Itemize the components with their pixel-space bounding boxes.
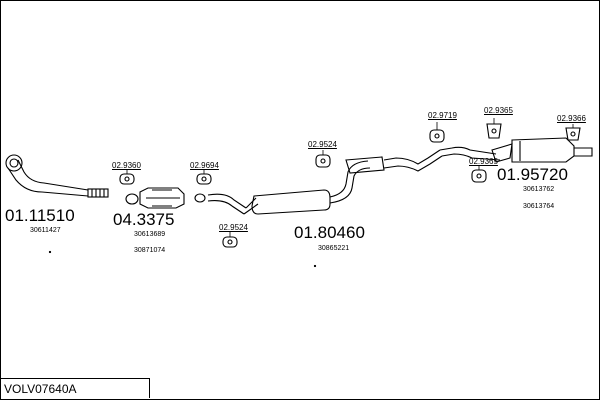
model-code-box: VOLV07640A bbox=[0, 378, 150, 398]
middle-silencer-drawing bbox=[251, 149, 443, 215]
catalyst-part-number: 04.3375 bbox=[113, 210, 175, 229]
hanger-label-7: 02.9366 bbox=[557, 114, 586, 123]
rear-silencer-ref-2: 30613764 bbox=[523, 203, 555, 210]
hanger-8-drawing bbox=[471, 169, 487, 183]
hanger-2-drawing bbox=[196, 173, 212, 185]
hanger-label-2: 02.9694 bbox=[190, 161, 219, 170]
hanger-6-drawing bbox=[486, 123, 502, 139]
hanger-label-5: 02.9719 bbox=[428, 111, 457, 120]
hanger-3-drawing bbox=[222, 236, 238, 248]
middle-silencer-ref: 30865221 bbox=[318, 245, 350, 252]
intermediate-pipe-drawing bbox=[194, 193, 259, 215]
front-pipe-ref: 30611427 bbox=[30, 227, 61, 234]
rear-silencer-ref-1: 30613762 bbox=[523, 186, 555, 193]
front-pipe-drawing bbox=[5, 154, 109, 198]
front-pipe-part-number: 01.11510 bbox=[5, 206, 75, 225]
hanger-label-3: 02.9524 bbox=[219, 223, 248, 232]
hanger-label-4: 02.9524 bbox=[308, 140, 337, 149]
hanger-label-8: 02.9365 bbox=[469, 157, 498, 166]
hanger-5-drawing bbox=[429, 129, 445, 143]
hanger-label-1: 02.9360 bbox=[112, 161, 141, 170]
hanger-label-6: 02.9365 bbox=[484, 106, 513, 115]
hanger-7-drawing bbox=[565, 127, 581, 141]
model-code: VOLV07640A bbox=[4, 382, 77, 396]
catalytic-converter-drawing bbox=[125, 187, 185, 209]
hanger-4-drawing bbox=[315, 154, 331, 168]
rear-silencer-drawing bbox=[439, 137, 593, 163]
rear-silencer-part-number: 01.95720 bbox=[497, 165, 568, 184]
middle-silencer-part-number: 01.80460 bbox=[294, 223, 365, 242]
catalyst-ref-2: 30871074 bbox=[134, 247, 166, 254]
catalyst-ref-1: 30613689 bbox=[134, 231, 166, 238]
hanger-1-drawing bbox=[119, 173, 135, 185]
